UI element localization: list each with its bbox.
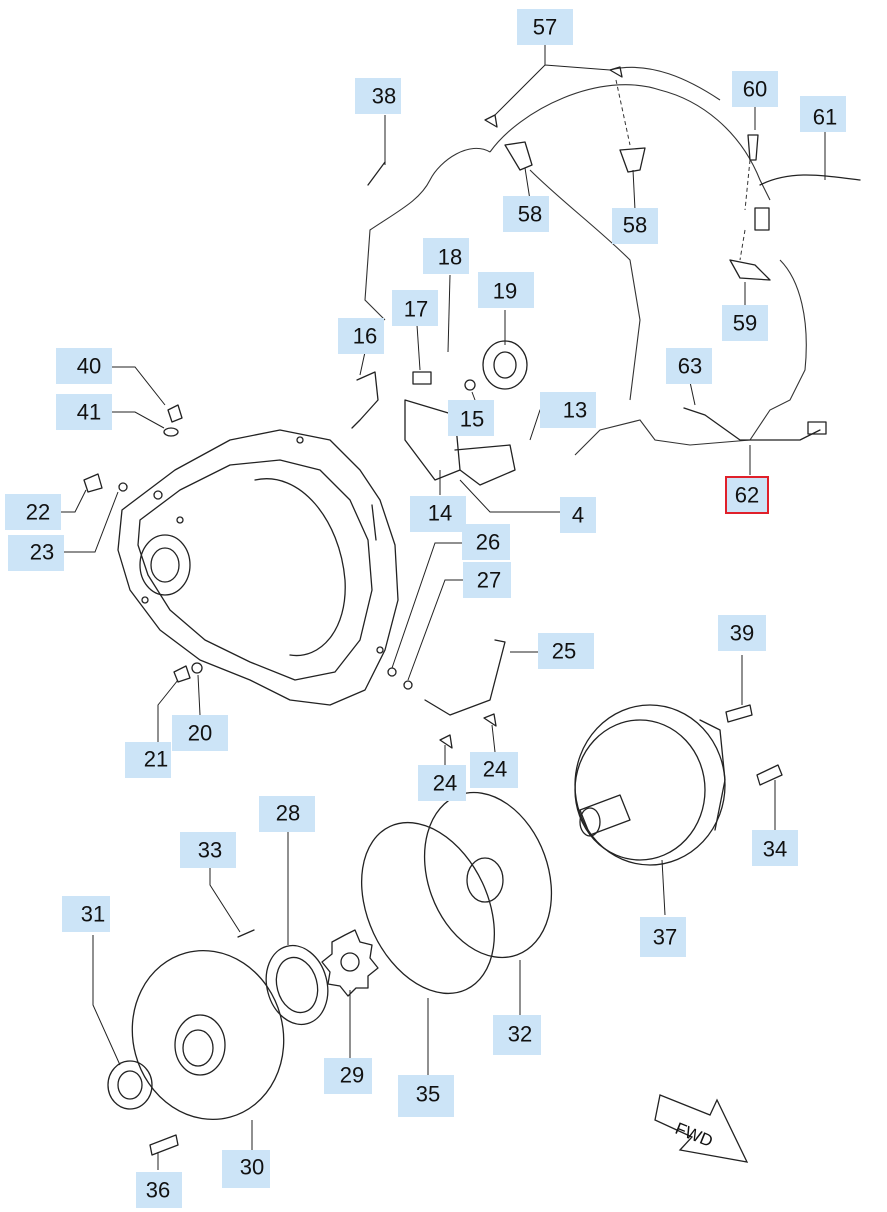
- callout-58-right[interactable]: 58: [612, 208, 658, 244]
- svg-text:57: 57: [533, 15, 557, 40]
- svg-text:23: 23: [30, 540, 54, 565]
- callout-32[interactable]: 32: [493, 1015, 541, 1055]
- callout-24-right[interactable]: 24: [470, 752, 518, 788]
- svg-text:32: 32: [508, 1022, 532, 1047]
- inner-gear: [321, 929, 379, 997]
- svg-text:17: 17: [404, 297, 428, 322]
- callout-31[interactable]: 31: [62, 896, 110, 932]
- callout-30[interactable]: 30: [222, 1150, 270, 1188]
- callout-38[interactable]: 38: [355, 78, 401, 114]
- callout-37[interactable]: 37: [640, 917, 686, 957]
- callout-61[interactable]: 61: [800, 96, 846, 132]
- callout-60[interactable]: 60: [732, 71, 778, 107]
- svg-text:35: 35: [416, 1082, 440, 1107]
- svg-text:58: 58: [518, 202, 542, 227]
- svg-text:30: 30: [240, 1155, 264, 1180]
- bell-housing: [117, 429, 399, 706]
- dashed-leaders: [615, 79, 751, 261]
- svg-text:37: 37: [653, 925, 677, 950]
- svg-text:34: 34: [763, 837, 787, 862]
- callout-21[interactable]: 21: [125, 742, 171, 778]
- callout-20[interactable]: 20: [172, 715, 228, 751]
- pump-cover: [131, 949, 285, 1121]
- transmission-case-outline: [364, 66, 807, 456]
- callout-4[interactable]: 4: [560, 497, 596, 533]
- svg-text:4: 4: [572, 503, 584, 528]
- svg-text:33: 33: [198, 838, 222, 863]
- callouts: 57 38 60 61 58 58 18 19 17 16 59 63 40 1…: [5, 9, 846, 1208]
- svg-text:63: 63: [678, 354, 702, 379]
- svg-text:36: 36: [146, 1178, 170, 1203]
- svg-text:19: 19: [493, 279, 517, 304]
- svg-text:18: 18: [438, 245, 462, 270]
- callout-27[interactable]: 27: [463, 562, 511, 598]
- callout-24-left[interactable]: 24: [418, 765, 466, 801]
- forward-arrow: FWD: [654, 1094, 749, 1163]
- callout-36[interactable]: 36: [136, 1172, 182, 1208]
- callout-62[interactable]: 62: [725, 476, 769, 514]
- callout-22[interactable]: 22: [5, 494, 61, 530]
- callout-33[interactable]: 33: [180, 832, 236, 868]
- svg-text:16: 16: [353, 324, 377, 349]
- svg-text:60: 60: [743, 77, 767, 102]
- callout-16[interactable]: 16: [338, 318, 384, 354]
- outer-gear: [265, 944, 329, 1026]
- svg-text:22: 22: [26, 500, 50, 525]
- callout-17[interactable]: 17: [392, 290, 438, 326]
- callout-63[interactable]: 63: [666, 348, 712, 384]
- callout-28[interactable]: 28: [259, 796, 315, 832]
- svg-text:38: 38: [372, 84, 396, 109]
- svg-text:58: 58: [623, 213, 647, 238]
- callout-34[interactable]: 34: [752, 830, 798, 866]
- svg-text:39: 39: [730, 621, 754, 646]
- callout-19[interactable]: 19: [478, 272, 534, 308]
- callout-41[interactable]: 41: [56, 394, 112, 430]
- svg-text:13: 13: [563, 398, 587, 423]
- svg-text:24: 24: [483, 757, 507, 782]
- callout-40[interactable]: 40: [56, 348, 112, 384]
- svg-text:27: 27: [477, 568, 501, 593]
- callout-57[interactable]: 57: [517, 9, 573, 45]
- small-parts: [83, 66, 861, 1156]
- svg-text:26: 26: [476, 530, 500, 555]
- svg-text:62: 62: [735, 483, 759, 508]
- svg-text:29: 29: [340, 1063, 364, 1088]
- callout-39[interactable]: 39: [718, 615, 766, 651]
- callout-29[interactable]: 29: [324, 1058, 372, 1094]
- callout-13[interactable]: 13: [540, 392, 596, 428]
- svg-text:61: 61: [813, 105, 837, 130]
- svg-text:25: 25: [552, 639, 576, 664]
- oil-pump-assembly: [574, 704, 726, 866]
- svg-text:40: 40: [77, 354, 101, 379]
- leader-lines: [55, 45, 826, 1170]
- svg-text:14: 14: [428, 501, 452, 526]
- callout-18[interactable]: 18: [423, 238, 469, 274]
- flex-plate: [423, 791, 553, 959]
- svg-text:59: 59: [733, 311, 757, 336]
- callout-59[interactable]: 59: [722, 305, 768, 341]
- callout-23[interactable]: 23: [8, 535, 64, 571]
- svg-text:31: 31: [81, 902, 105, 927]
- svg-text:20: 20: [188, 721, 212, 746]
- oil-seal: [107, 1060, 153, 1110]
- callout-35[interactable]: 35: [398, 1075, 454, 1117]
- svg-text:24: 24: [433, 771, 457, 796]
- callout-15[interactable]: 15: [448, 400, 494, 436]
- callout-26[interactable]: 26: [462, 524, 510, 560]
- callout-58-left[interactable]: 58: [503, 196, 549, 232]
- svg-text:28: 28: [276, 801, 300, 826]
- gasket: [360, 821, 496, 995]
- svg-text:21: 21: [144, 747, 168, 772]
- svg-text:15: 15: [460, 407, 484, 432]
- callout-25[interactable]: 25: [538, 633, 594, 669]
- svg-text:41: 41: [77, 400, 101, 425]
- callout-14[interactable]: 14: [410, 496, 466, 532]
